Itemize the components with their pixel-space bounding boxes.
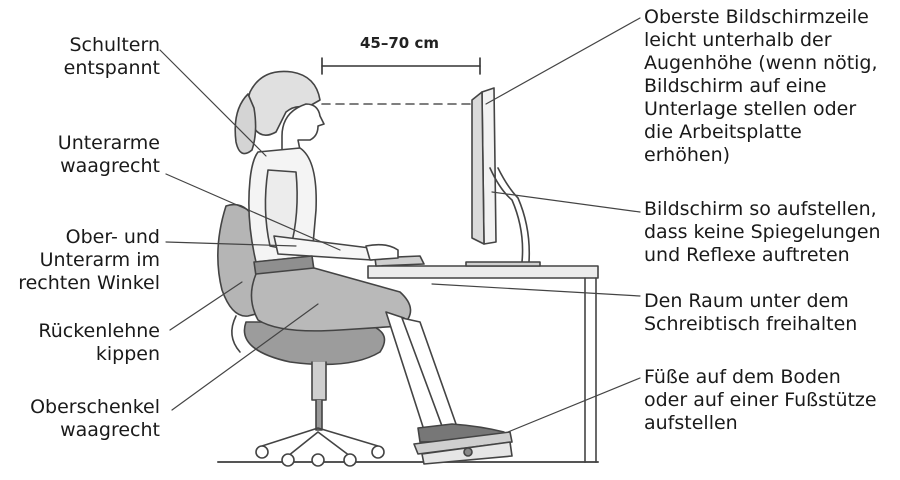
label-shoulders: Schultern entspannt (63, 34, 160, 79)
leader-space (431, 283, 641, 297)
label-backrest: Rückenlehne kippen (38, 320, 160, 365)
leader-shoulders (159, 49, 267, 157)
label-forearms: Unterarme waagrecht (57, 132, 160, 177)
label-top-line: Oberste Bildschirmzeile leicht unterhalb… (644, 6, 878, 166)
distance-label: 45–70 cm (360, 34, 439, 52)
leader-backrest (169, 281, 243, 331)
footrest (413, 431, 513, 465)
leader-feet (507, 377, 641, 433)
desk (367, 265, 599, 463)
label-arm-angle: Ober- und Unterarm im rechten Winkel (18, 226, 160, 294)
seated-person (234, 70, 505, 443)
label-reflections: Bildschirm so aufstellen, dass keine Spi… (644, 198, 881, 266)
monitor (465, 87, 541, 267)
leader-thighs (171, 303, 319, 411)
label-space: Den Raum unter dem Schreibtisch freihalt… (644, 290, 858, 335)
leader-reflections (491, 191, 641, 213)
label-thighs: Oberschenkel waagrecht (30, 396, 160, 441)
leader-forearms (165, 173, 341, 251)
leader-arm-angle (165, 241, 297, 247)
leader-top-line (485, 17, 641, 105)
label-feet: Füße auf dem Boden oder auf einer Fußstü… (644, 366, 877, 434)
